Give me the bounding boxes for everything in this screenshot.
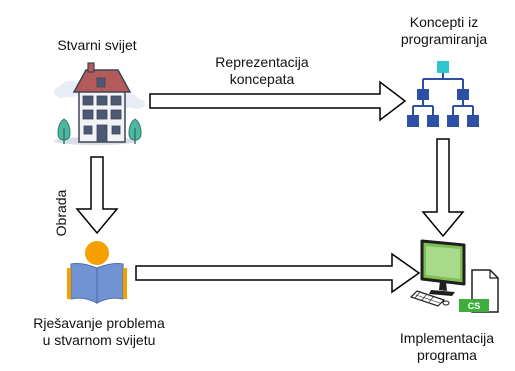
house-windows — [82, 95, 122, 120]
label-programming-concepts-line-1: Koncepti iz — [409, 14, 479, 30]
label-real-world-problem-solving: Rješavanje problema u stvarnom svijetu — [6, 315, 192, 349]
label-processing: Obrada — [53, 189, 69, 237]
label-real-world-problem-solving-line-2: u stvarnom svijetu — [42, 332, 156, 348]
cs-badge — [459, 299, 489, 312]
computer-icon: CS — [409, 239, 499, 313]
label-programming-concepts-line-2: programiranja — [400, 31, 488, 47]
label-real-world: Stvarni svijet — [57, 37, 137, 53]
label-representation-line-1: Reprezentacija — [215, 54, 309, 70]
tree-icon — [57, 118, 142, 144]
arrow-solving-to-implementation — [135, 252, 421, 294]
label-program-implementation: Implementacija programa — [391, 330, 503, 364]
hierarchy-icon — [407, 61, 479, 127]
label-programming-concepts: Koncepti iz programiranja — [388, 14, 500, 48]
person-reading-icon — [67, 241, 127, 304]
label-program-implementation-line-1: Implementacija — [399, 330, 495, 346]
label-real-world-problem-solving-line-1: Rješavanje problema — [33, 315, 165, 331]
arrow-concepts-to-implementation — [421, 138, 465, 238]
label-program-implementation-line-2: programa — [417, 347, 477, 363]
label-representation: Reprezentacija koncepata — [195, 54, 329, 88]
arrow-processing — [75, 156, 119, 235]
cs-badge-text: CS — [468, 301, 481, 311]
house-icon — [54, 62, 145, 145]
label-representation-line-2: koncepata — [229, 71, 295, 87]
arrow-representation — [149, 80, 407, 122]
